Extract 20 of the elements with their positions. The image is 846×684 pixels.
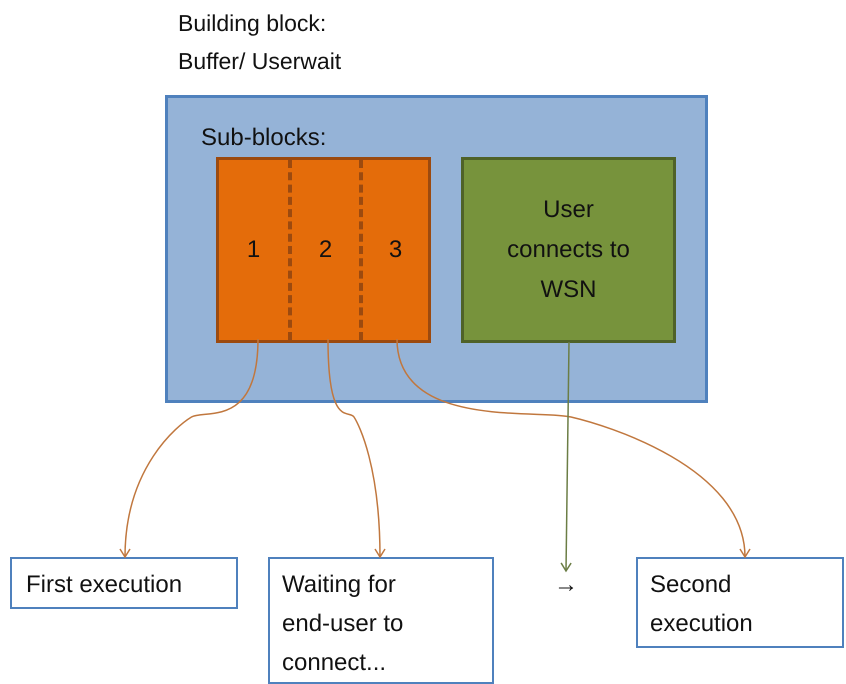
box-heading: Sub-blocks: [201, 123, 328, 153]
sub-block-box [216, 157, 431, 343]
arrow [327, 338, 386, 558]
node-label: First execution [26, 570, 184, 600]
part-number: 1 [246, 235, 260, 265]
node-label: Second execution [650, 570, 754, 639]
diagram-title: Building block: Buffer/ Userwait [178, 9, 342, 76]
node-label: Waiting for end-user to connect... [282, 570, 404, 678]
part-number: 2 [318, 235, 332, 265]
container-box [165, 95, 708, 403]
process-box [10, 557, 238, 609]
process-box [461, 157, 676, 343]
arrow [396, 338, 750, 558]
arrow-glyph: → [554, 570, 578, 600]
arrow [120, 338, 259, 558]
arrow [560, 342, 572, 572]
node-label: User connects to WSN [506, 195, 631, 305]
process-box [268, 557, 494, 684]
part-number: 3 [388, 235, 402, 265]
process-box [636, 557, 844, 648]
